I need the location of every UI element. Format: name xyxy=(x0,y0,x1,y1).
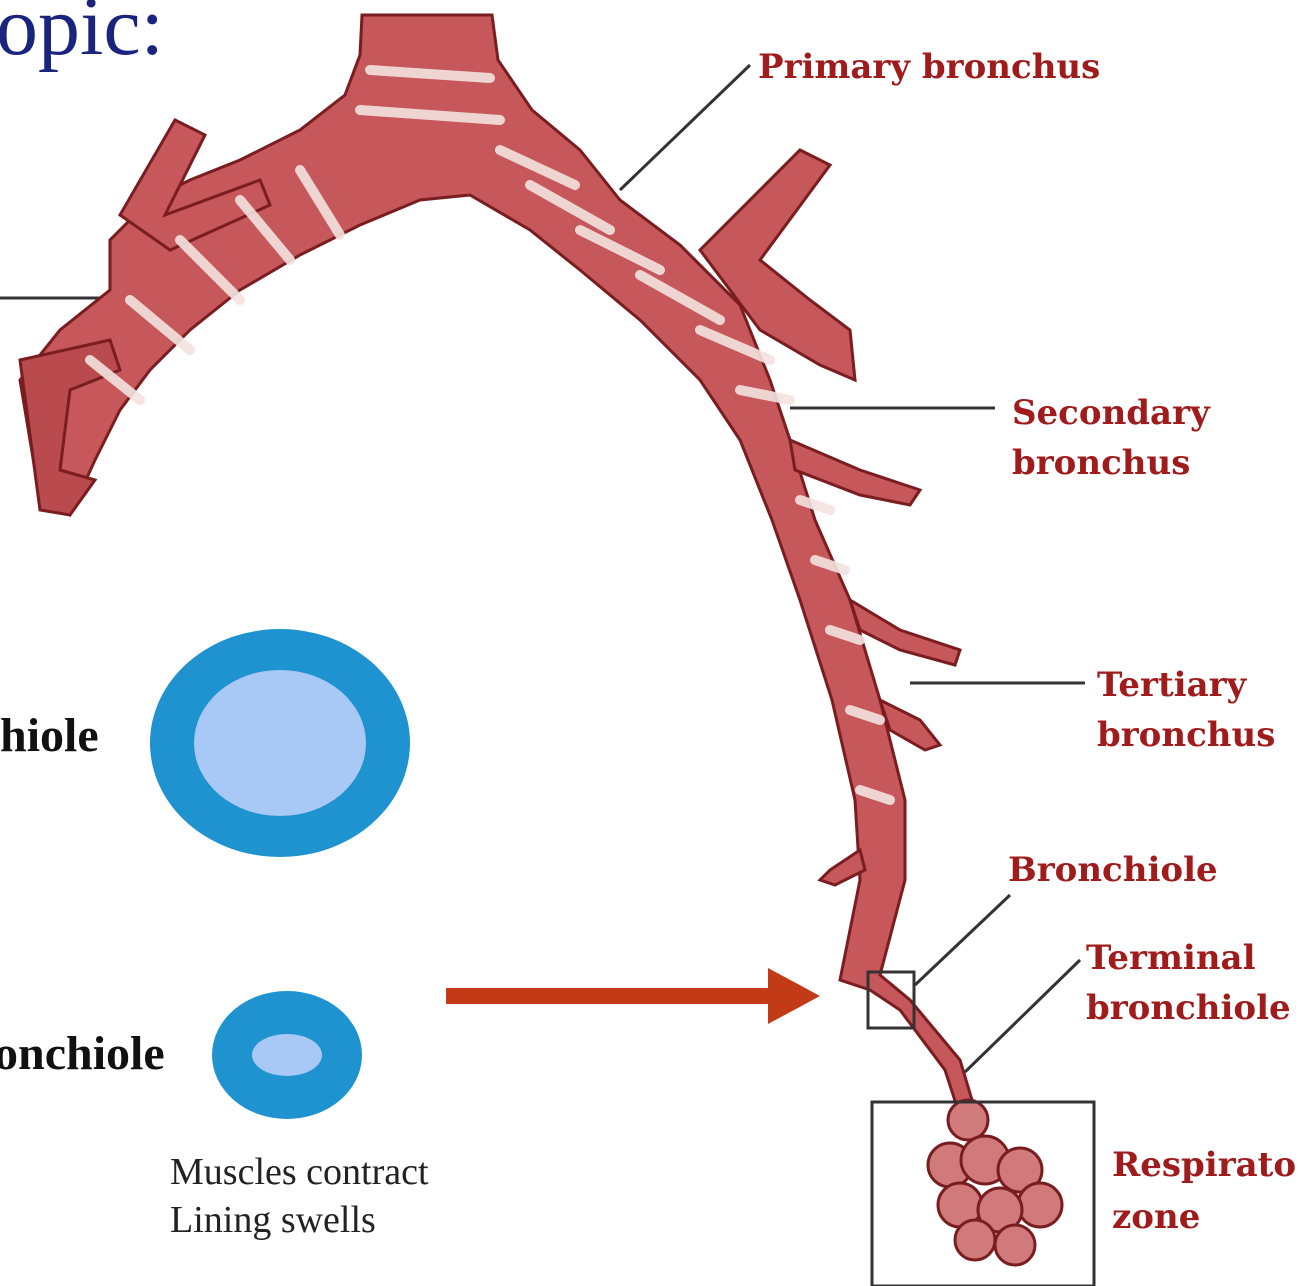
label-constricted-bronchiole: onchiole xyxy=(0,1026,165,1081)
alveoli-cluster xyxy=(928,1100,1062,1265)
label-secondary-bronchus-line2: bronchus xyxy=(1012,438,1190,488)
label-terminal-bronchiole-line1: Terminal xyxy=(1086,933,1256,983)
leader-bronchiole xyxy=(915,895,1010,985)
label-tertiary-bronchus-line1: Tertiary xyxy=(1097,660,1246,710)
airway-tree xyxy=(20,15,975,1110)
label-secondary-bronchus-line1: Secondary xyxy=(1012,388,1210,438)
label-relaxed-bronchiole: hiole xyxy=(0,708,99,763)
constricted-bronchiole-cross-section xyxy=(212,991,362,1119)
relaxed-bronchiole-cross-section xyxy=(150,629,410,857)
label-respiratory-zone-line2: zone xyxy=(1112,1192,1200,1242)
label-tertiary-bronchus-line2: bronchus xyxy=(1097,710,1275,760)
page-title: opic: xyxy=(0,0,164,75)
label-terminal-bronchiole-line2: bronchiole xyxy=(1086,983,1291,1033)
note-line-1: Muscles contract xyxy=(170,1148,429,1196)
red-arrow xyxy=(446,968,820,1024)
label-bronchiole: Bronchiole xyxy=(1008,845,1218,895)
leader-primary-bronchus xyxy=(620,65,750,190)
note-line-2: Lining swells xyxy=(170,1196,376,1244)
leader-terminal-bronchiole xyxy=(965,960,1080,1072)
tertiary-branch-c xyxy=(820,850,865,885)
label-respiratory-zone-line1: Respirato xyxy=(1112,1140,1296,1190)
right-middle-branch xyxy=(790,440,920,505)
label-primary-bronchus: Primary bronchus xyxy=(758,42,1100,92)
